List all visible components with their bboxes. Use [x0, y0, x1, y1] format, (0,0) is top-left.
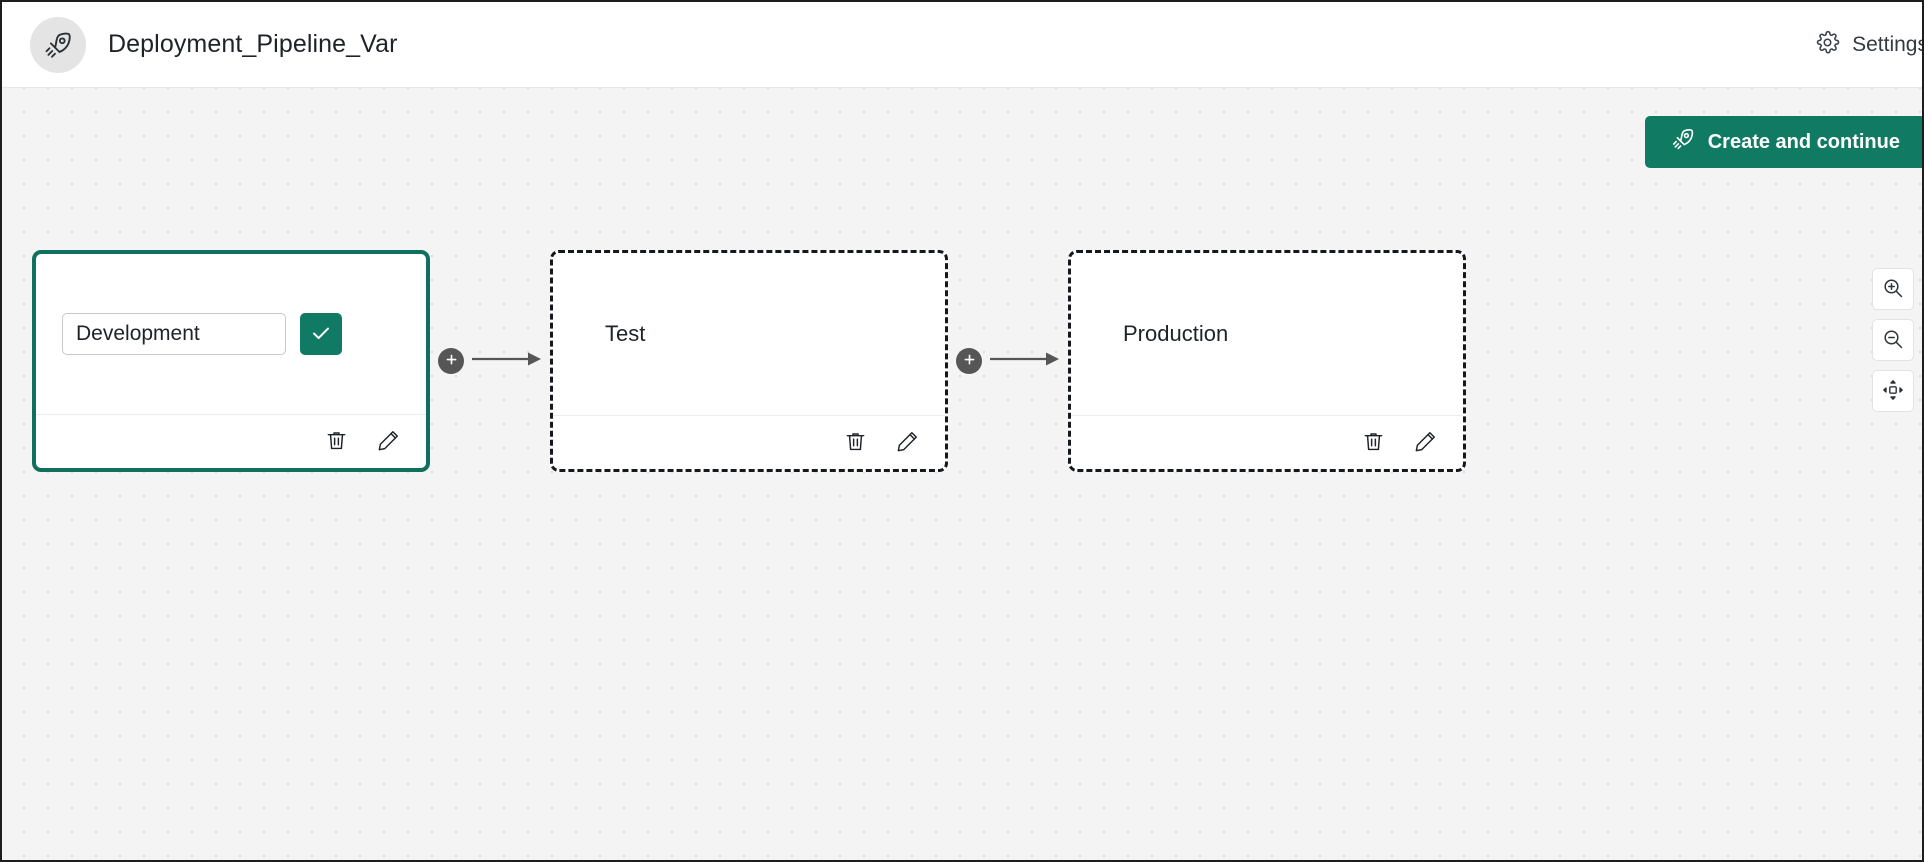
- zoom-in-button[interactable]: [1872, 268, 1914, 310]
- delete-stage-button[interactable]: [322, 428, 350, 456]
- fit-to-view-button[interactable]: [1872, 370, 1914, 412]
- pipeline-node-test[interactable]: Test: [550, 250, 948, 472]
- check-icon: [309, 321, 333, 348]
- app-header: Deployment_Pipeline_Var Settings: [2, 2, 1922, 88]
- connector-1: [430, 348, 550, 374]
- arrow-right-icon: [472, 350, 542, 373]
- settings-label: Settings: [1852, 32, 1924, 56]
- delete-stage-button[interactable]: [841, 429, 869, 457]
- fit-view-icon: [1881, 378, 1905, 405]
- delete-stage-button[interactable]: [1359, 429, 1387, 457]
- settings-button[interactable]: Settings: [1815, 30, 1924, 60]
- node-footer: [553, 415, 945, 469]
- node-footer: [1071, 415, 1463, 469]
- pencil-icon: [895, 429, 920, 457]
- create-and-continue-label: Create and continue: [1707, 130, 1900, 153]
- create-and-continue-button[interactable]: Create and continue: [1644, 116, 1922, 168]
- rocket-icon: [30, 16, 86, 73]
- pipeline-flow: Test: [32, 250, 1466, 472]
- rocket-icon: [1671, 127, 1695, 157]
- stage-name-input[interactable]: [62, 313, 286, 355]
- node-body: Test: [553, 253, 945, 415]
- zoom-out-button[interactable]: [1872, 319, 1914, 361]
- edit-stage-button[interactable]: [374, 428, 402, 456]
- arrow-right-icon: [990, 350, 1060, 373]
- stage-label: Test: [605, 321, 646, 346]
- trash-icon: [324, 428, 349, 456]
- plus-icon: [444, 352, 459, 370]
- add-stage-button-2[interactable]: [956, 348, 982, 374]
- plus-icon: [962, 352, 977, 370]
- gear-icon: [1815, 30, 1840, 60]
- pipeline-canvas[interactable]: Create and continue: [2, 88, 1922, 860]
- zoom-controls: [1872, 268, 1914, 412]
- edit-stage-button[interactable]: [1411, 429, 1439, 457]
- trash-icon: [1361, 429, 1386, 457]
- pencil-icon: [376, 428, 401, 456]
- confirm-stage-name-button[interactable]: [300, 313, 342, 355]
- add-stage-button-1[interactable]: [438, 348, 464, 374]
- pipeline-node-production[interactable]: Production: [1068, 250, 1466, 472]
- magnifier-plus-icon: [1881, 276, 1905, 303]
- pipeline-node-development[interactable]: [32, 250, 430, 472]
- stage-label: Production: [1123, 321, 1229, 346]
- connector-2: [948, 348, 1068, 374]
- pencil-icon: [1413, 429, 1438, 457]
- trash-icon: [843, 429, 868, 457]
- magnifier-minus-icon: [1881, 327, 1905, 354]
- edit-stage-button[interactable]: [893, 429, 921, 457]
- page-title: Deployment_Pipeline_Var: [108, 30, 398, 58]
- node-footer: [36, 414, 426, 468]
- node-body: Production: [1071, 253, 1463, 415]
- node-body: [36, 254, 426, 414]
